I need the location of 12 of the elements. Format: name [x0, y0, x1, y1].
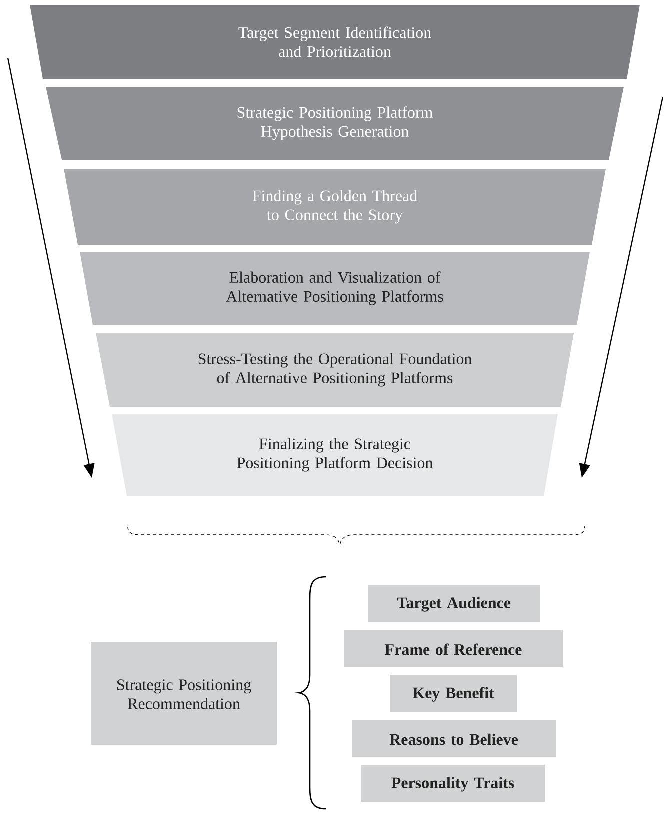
component-box: Target Audience — [368, 585, 540, 622]
funnel-band: Elaboration and Visualization of Alternative Positioning Platforms — [80, 252, 590, 325]
recommendation-box: Strategic Positioning Recommendation — [91, 642, 277, 745]
funnel-band: Target Segment Identification and Prioritization — [30, 5, 640, 79]
component-box: Reasons to Believe — [352, 720, 556, 757]
component-box: Personality Traits — [361, 765, 545, 802]
funnel-band: Stress-Testing the Operational Foundation of Alternative Positioning Platforms — [96, 333, 574, 407]
component-box: Frame of Reference — [344, 630, 563, 667]
funnel-band: Finding a Golden Thread to Connect the Story — [64, 169, 606, 245]
component-box: Key Benefit — [390, 675, 517, 712]
funnel-band: Finalizing the Strategic Positioning Platform Decision — [112, 414, 558, 496]
funnel-band: Strategic Positioning Platform Hypothesis Generation — [46, 87, 624, 160]
